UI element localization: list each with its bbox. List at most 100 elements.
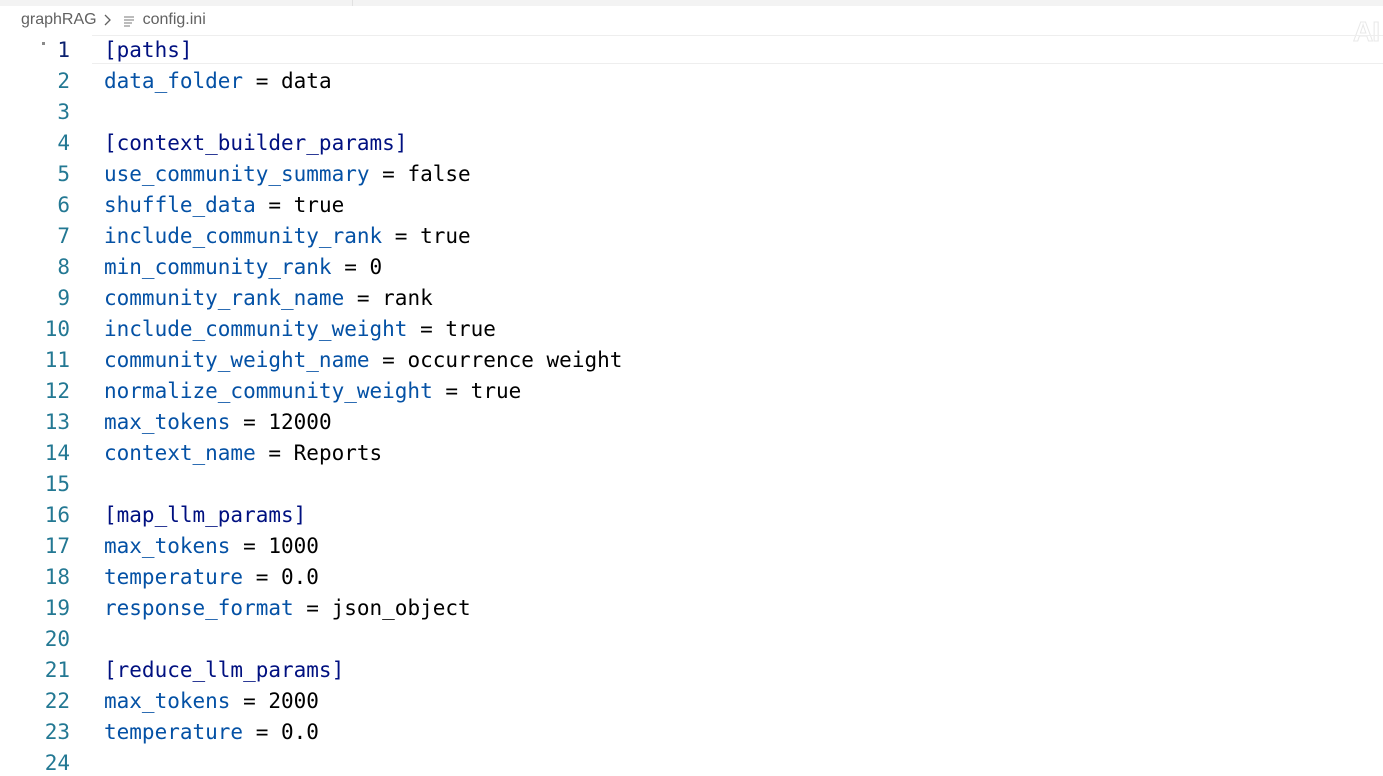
line-content[interactable]: include_community_weight = true <box>104 314 496 345</box>
code-line[interactable]: 12 normalize_community_weight = true <box>0 376 1383 407</box>
line-content[interactable]: min_community_rank = 0 <box>104 252 382 283</box>
ini-value: 0.0 <box>281 720 319 744</box>
ini-key: community_rank_name <box>104 286 345 310</box>
line-content[interactable]: max_tokens = 12000 <box>104 407 332 438</box>
breadcrumb: graphRAG config.ini <box>0 6 1383 34</box>
ini-key: normalize_community_weight <box>104 379 433 403</box>
watermark-logo: AI <box>1353 16 1381 48</box>
ini-value: 0 <box>369 255 383 279</box>
ini-key: max_tokens <box>104 534 231 558</box>
code-line[interactable]: 4[context_builder_params] <box>0 128 1383 159</box>
ini-key: community_weight_name <box>104 348 370 372</box>
ini-key: temperature <box>104 720 244 744</box>
line-number: 24 <box>44 751 70 775</box>
code-line[interactable]: 24 <box>0 748 1383 776</box>
code-line[interactable]: 16[map_llm_params] <box>0 500 1383 531</box>
ini-value: occurrence weight <box>407 348 623 372</box>
code-line[interactable]: 23 temperature = 0.0 <box>0 717 1383 748</box>
line-content[interactable]: [paths] <box>104 35 193 66</box>
line-number: 8 <box>57 255 70 279</box>
breadcrumb-file[interactable]: config.ini <box>142 11 206 28</box>
code-line[interactable]: 20 <box>0 624 1383 655</box>
ini-value: true <box>470 379 522 403</box>
ini-equals: = <box>331 255 370 279</box>
ini-key: use_community_summary <box>104 162 370 186</box>
fold-marker <box>42 42 45 45</box>
line-number: 12 <box>44 379 70 403</box>
ini-key: include_community_rank <box>104 224 383 248</box>
code-line[interactable]: 9 community_rank_name = rank <box>0 283 1383 314</box>
line-content[interactable]: community_weight_name = occurrence weigh… <box>104 345 622 376</box>
ini-equals: = <box>243 720 282 744</box>
line-number: 11 <box>44 348 70 372</box>
line-content[interactable]: max_tokens = 2000 <box>104 686 319 717</box>
ini-key: max_tokens <box>104 689 231 713</box>
line-content[interactable]: [reduce_llm_params] <box>104 655 344 686</box>
ini-value: true <box>445 317 496 341</box>
code-line[interactable]: 13 max_tokens = 12000 <box>0 407 1383 438</box>
ini-value: 12000 <box>268 410 332 434</box>
ini-equals: = <box>230 534 269 558</box>
ini-value: 1000 <box>268 534 319 558</box>
ini-key: max_tokens <box>104 410 231 434</box>
ini-value: rank <box>382 286 433 310</box>
line-number: 3 <box>57 100 70 124</box>
ini-value: 0.0 <box>281 565 319 589</box>
lines-file-icon <box>123 14 135 27</box>
line-number: 18 <box>44 565 70 589</box>
line-content[interactable]: max_tokens = 1000 <box>104 531 319 562</box>
line-content[interactable]: context_name = Reports <box>104 438 382 469</box>
breadcrumb-folder[interactable]: graphRAG <box>21 11 97 28</box>
ini-equals: = <box>255 193 294 217</box>
code-line[interactable]: 18 temperature = 0.0 <box>0 562 1383 593</box>
ini-section-header: [context_builder_params] <box>104 131 408 155</box>
ini-equals: = <box>230 410 269 434</box>
ini-equals: = <box>369 162 408 186</box>
line-content[interactable]: community_rank_name = rank <box>104 283 433 314</box>
ini-equals: = <box>243 69 282 93</box>
code-line[interactable]: 1 [paths] <box>0 35 1383 66</box>
line-number: 10 <box>44 317 70 341</box>
code-line[interactable]: 8 min_community_rank = 0 <box>0 252 1383 283</box>
ini-key: shuffle_data <box>104 193 256 217</box>
line-content[interactable]: use_community_summary = false <box>104 159 471 190</box>
line-content[interactable]: temperature = 0.0 <box>104 562 319 593</box>
line-content[interactable]: normalize_community_weight = true <box>104 376 521 407</box>
ini-equals: = <box>293 596 332 620</box>
chevron-right-icon <box>103 13 113 27</box>
code-line[interactable]: 14 context_name = Reports <box>0 438 1383 469</box>
code-line[interactable]: 10 include_community_weight = true <box>0 314 1383 345</box>
line-number: 15 <box>44 472 70 496</box>
code-line[interactable]: 11 community_weight_name = occurrence wei… <box>0 345 1383 376</box>
tab-bar-strip <box>0 0 1383 6</box>
line-content[interactable]: response_format = json_object <box>104 593 471 624</box>
ini-key: min_community_rank <box>104 255 332 279</box>
ini-value: true <box>293 193 345 217</box>
code-line[interactable]: 3 <box>0 97 1383 128</box>
code-line[interactable]: 21 [reduce_llm_params] <box>0 655 1383 686</box>
line-content[interactable]: [context_builder_params] <box>104 128 407 159</box>
line-number: 1 <box>57 38 70 62</box>
line-number: 9 <box>57 286 70 310</box>
line-number: 21 <box>44 658 70 682</box>
line-number: 23 <box>44 720 70 744</box>
ini-equals: = <box>369 348 408 372</box>
line-content[interactable]: [map_llm_params] <box>104 500 306 531</box>
line-content[interactable]: temperature = 0.0 <box>104 717 319 748</box>
line-number: 14 <box>44 441 70 465</box>
code-line[interactable]: 15 <box>0 469 1383 500</box>
line-content[interactable]: shuffle_data = true <box>104 190 344 221</box>
line-content[interactable]: data_folder = data <box>104 66 332 97</box>
ini-section-header: [paths] <box>104 38 193 62</box>
line-content[interactable]: include_community_rank = true <box>104 221 471 252</box>
line-number: 13 <box>44 410 70 434</box>
ini-key: include_community_weight <box>104 317 408 341</box>
